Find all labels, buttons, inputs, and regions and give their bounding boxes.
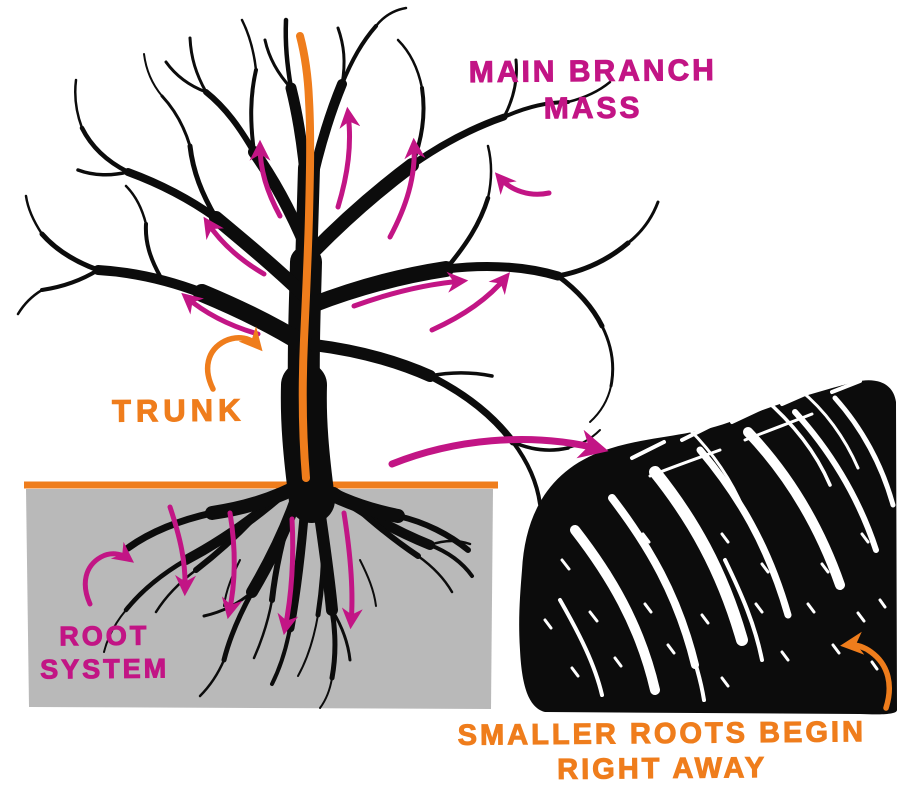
flow-arrow [221,510,243,620]
flow-arrow [429,272,510,333]
label-main-branch-mass-line1: MAIN BRANCH [468,53,717,90]
label-main-branch-mass-line2: MASS [543,91,643,126]
label-root-system-line2: SYSTEM [39,653,170,685]
closeup-pointer-arrow [388,429,609,468]
label-root-system: ROOT SYSTEM [22,619,188,686]
closeup-root-streaks [558,379,896,702]
flow-arrow [341,510,363,630]
label-root-system-line1: ROOT [59,620,150,652]
trunk-highlight-line [296,32,315,482]
root-flow-arrows [82,504,363,636]
root-system-arrow-icon [82,541,135,607]
tree-branches [16,6,660,506]
label-trunk-text: TRUNK [111,392,246,429]
label-trunk: TRUNK [111,391,262,430]
closeup-speck-texture [543,532,887,688]
main-branch-mass-arrow-icon [494,172,552,197]
label-smaller-roots-line1: SMALLER ROOTS BEGIN [457,716,867,753]
closeup-root-detail [519,379,897,715]
flow-arrow [249,139,283,219]
flow-arrow [351,271,469,309]
flow-arrow [203,216,267,277]
smaller-roots-arrow-icon [840,631,892,711]
flow-arrow [387,137,426,240]
flow-arrow [167,504,197,597]
trunk-arrow-icon [204,326,263,392]
label-smaller-roots: SMALLER ROOTS BEGIN RIGHT AWAY [432,715,893,789]
flow-arrow [277,516,299,636]
label-smaller-roots-line2: RIGHT AWAY [557,752,768,787]
flow-arrow [335,106,361,210]
ground-block [26,489,493,709]
label-main-branch-mass: MAIN BRANCH MASS [448,53,739,129]
